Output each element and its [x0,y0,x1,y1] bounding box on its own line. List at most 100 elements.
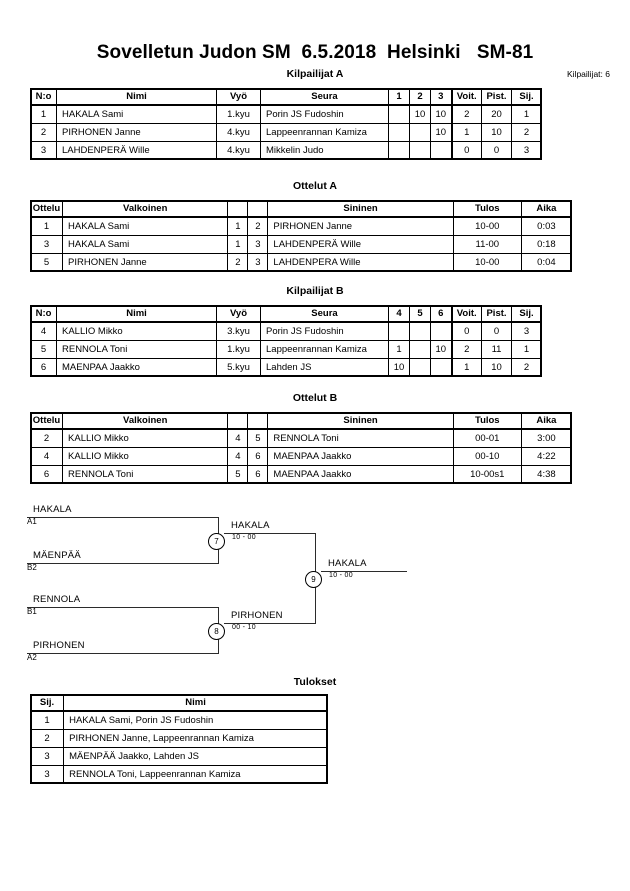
cell-name: RENNOLA Toni [56,340,217,359]
cell-belt: 5.kyu [216,358,261,377]
cell-match: 1 [29,216,64,236]
header-white-no [227,200,249,218]
cell-score-2: 10 [409,104,431,124]
cell-no: 5 [30,340,57,359]
cell-club: Porin JS Fudoshin [260,104,389,124]
cell-time: 0:04 [520,253,573,272]
header-white-no [227,412,249,430]
table-row: 4 KALLIO Mikko 4 6 MAENPAA Jaakko 00-10 … [29,447,573,466]
header-name: Nimi [56,88,217,106]
cell-name: KALLIO Mikko [56,321,217,341]
cell-blue: MAENPAA Jaakko [267,447,454,466]
cell-time: 0:18 [520,235,573,254]
cell-points: 0 [481,321,512,341]
cell-belt: 3.kyu [216,321,261,341]
bracket-match-number: 8 [208,623,225,640]
header-blue-no [247,200,269,218]
header-result: Tulos [452,412,522,430]
table-results: Sij. Nimi 1 HAKALA Sami, Porin JS Fudosh… [29,694,328,784]
table-competitors-b: N:o Nimi Vyö Seura 4 5 6 Voit. Pist. Sij… [30,305,542,377]
cell-result: 10-00s1 [452,465,522,484]
header-match: Ottelu [29,200,64,218]
cell-score-1 [388,141,410,160]
cell-rank: 3 [29,765,65,784]
header-club: Seura [260,88,389,106]
cell-time: 0:03 [520,216,573,236]
cell-rank: 2 [511,358,542,377]
cell-white: KALLIO Mikko [62,447,229,466]
header-points: Pist. [481,305,512,323]
header-opponent-3: 3 [430,88,452,106]
table-row: 6 MAENPAA Jaakko 5.kyu Lahden JS 10 1 10… [30,358,542,377]
cell-club: Porin JS Fudoshin [260,321,389,341]
cell-result: 10-00 [452,253,522,272]
table-row: 1 HAKALA Sami 1 2 PIRHONEN Janne 10-00 0… [29,216,573,236]
cell-points: 11 [481,340,512,359]
cell-blue: PIRHONEN Janne [267,216,454,236]
cell-wins: 2 [450,340,482,359]
table-row: 3 MÄENPÄÄ Jaakko, Lahden JS [29,747,328,766]
table-row: 5 PIRHONEN Janne 2 3 LAHDENPERA Wille 10… [29,253,573,272]
cell-blue-no: 2 [247,216,269,236]
cell-name: HAKALA Sami [56,104,217,124]
cell-name: RENNOLA Toni, Lappeenrannan Kamiza [63,765,328,784]
header-time: Aika [520,412,573,430]
section-caption-results: Tulokset [293,676,337,688]
cell-white-no: 2 [227,253,249,272]
cell-time: 3:00 [520,428,573,448]
table-row: 4 KALLIO Mikko 3.kyu Porin JS Fudoshin 0… [30,321,542,341]
cell-white-no: 1 [227,235,249,254]
table-row: 6 RENNOLA Toni 5 6 MAENPAA Jaakko 10-00s… [29,465,573,484]
cell-rank: 3 [29,747,65,766]
bracket-entry-name: HAKALA [33,504,72,515]
cell-points: 10 [481,358,512,377]
header-wins: Voit. [450,305,482,323]
cell-points: 10 [481,123,512,142]
header-white: Valkoinen [62,412,229,430]
cell-wins: 2 [450,104,482,124]
cell-score-5 [409,358,431,377]
cell-score-6 [430,358,452,377]
cell-score-6 [430,321,452,341]
cell-blue-no: 3 [247,253,269,272]
cell-club: Lappeenrannan Kamiza [260,340,389,359]
bracket-entry-seed: A1 [27,517,37,526]
cell-wins: 0 [450,321,482,341]
page-title: Sovelletun Judon SM 6.5.2018 Helsinki SM… [96,42,534,63]
cell-wins: 1 [450,123,482,142]
header-rank: Sij. [511,88,542,106]
cell-club: Lahden JS [260,358,389,377]
header-belt: Vyö [216,305,261,323]
cell-white-no: 4 [227,447,249,466]
table-header-row: Sij. Nimi [29,694,328,712]
header-no: N:o [30,88,57,106]
header-time: Aika [520,200,573,218]
header-opponent-2: 2 [409,88,431,106]
cell-blue: RENNOLA Toni [267,428,454,448]
bracket-match-number: 7 [208,533,225,550]
cell-belt: 1.kyu [216,104,261,124]
cell-white: RENNOLA Toni [62,465,229,484]
table-header-row: N:o Nimi Vyö Seura 1 2 3 Voit. Pist. Sij… [30,88,542,106]
header-result: Tulos [452,200,522,218]
cell-blue-no: 6 [247,447,269,466]
cell-rank: 3 [511,141,542,160]
header-opponent-1: 1 [388,88,410,106]
cell-belt: 4.kyu [216,141,261,160]
cell-blue-no: 3 [247,235,269,254]
bracket-entry-seed: B1 [27,607,37,616]
cell-name: MÄENPÄÄ Jaakko, Lahden JS [63,747,328,766]
header-wins: Voit. [450,88,482,106]
header-belt: Vyö [216,88,261,106]
cell-rank: 2 [29,729,65,748]
bracket-connector [321,571,407,572]
cell-club: Mikkelin Judo [260,141,389,160]
header-opponent-4: 4 [388,305,410,323]
header-rank: Sij. [511,305,542,323]
cell-score-5 [409,340,431,359]
cell-white: HAKALA Sami [62,235,229,254]
cell-blue: MAENPAA Jaakko [267,465,454,484]
bracket-entry-name: PIRHONEN [33,640,85,651]
table-header-row: Ottelu Valkoinen Sininen Tulos Aika [29,412,573,430]
